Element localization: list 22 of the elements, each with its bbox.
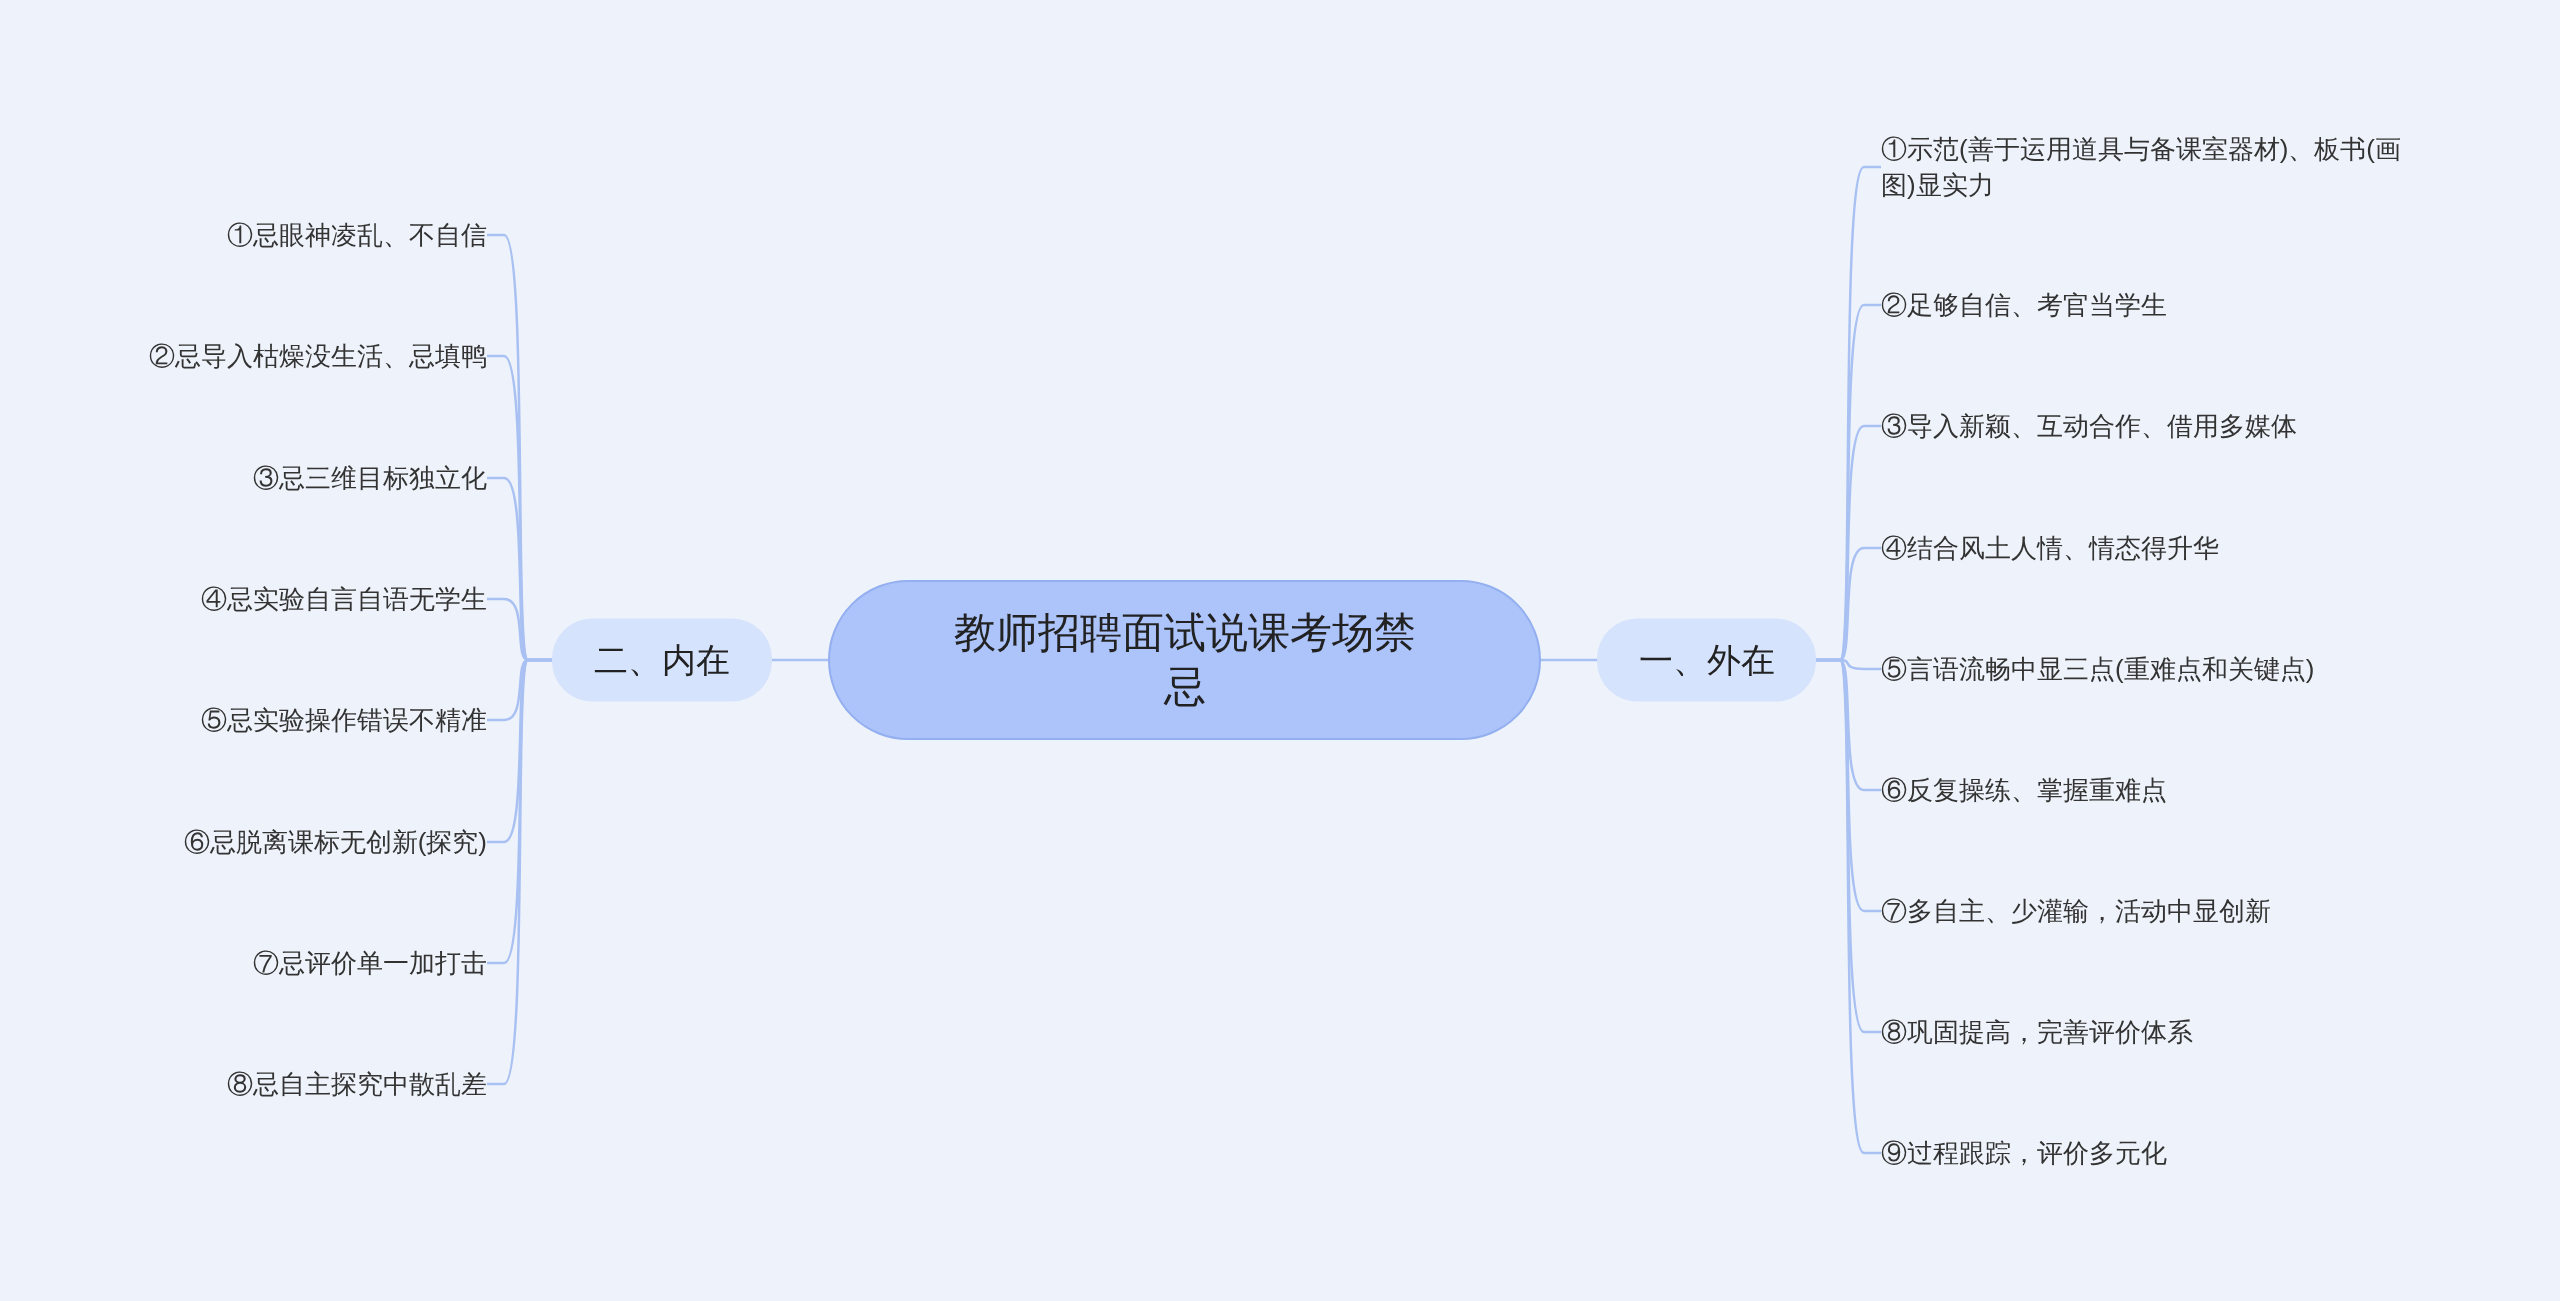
subtopic-text: ⑧忌自主探究中散乱差 [47,1066,487,1102]
subtopic-text: ②足够自信、考官当学生 [1881,287,2421,323]
subtopic-text: ⑨过程跟踪，评价多元化 [1881,1135,2421,1171]
subtopic-text: ⑥反复操练、掌握重难点 [1881,772,2421,808]
subtopic-text: ④忌实验自言自语无学生 [47,581,487,617]
subtopic-text: ③导入新颖、互动合作、借用多媒体 [1881,408,2421,444]
subtopic-text: ②忌导入枯燥没生活、忌填鸭 [47,338,487,374]
subtopic-text: ③忌三维目标独立化 [47,460,487,496]
subtopic-text: ⑦忌评价单一加打击 [47,945,487,981]
subtopic-text: ①示范(善于运用道具与备课室器材)、板书(画图)显实力 [1881,131,2421,203]
connector-line [1541,658,1597,662]
subtopic-text: ⑧巩固提高，完善评价体系 [1881,1014,2421,1050]
subtopic-text: ⑤言语流畅中显三点(重难点和关键点) [1881,651,2421,687]
connector-line [487,658,552,1086]
central-topic: 教师招聘面试说课考场禁忌 [828,580,1541,740]
branch-topic: 二、内在 [552,618,772,702]
subtopic-text: ④结合风土人情、情态得升华 [1881,530,2421,566]
branch-topic: 一、外在 [1597,618,1816,702]
subtopic-text: ⑥忌脱离课标无创新(探究) [47,824,487,860]
subtopic-text: ⑦多自主、少灌输，活动中显创新 [1881,893,2421,929]
subtopic-text: ①忌眼神凌乱、不自信 [47,217,487,253]
subtopic-text: ⑤忌实验操作错误不精准 [47,702,487,738]
